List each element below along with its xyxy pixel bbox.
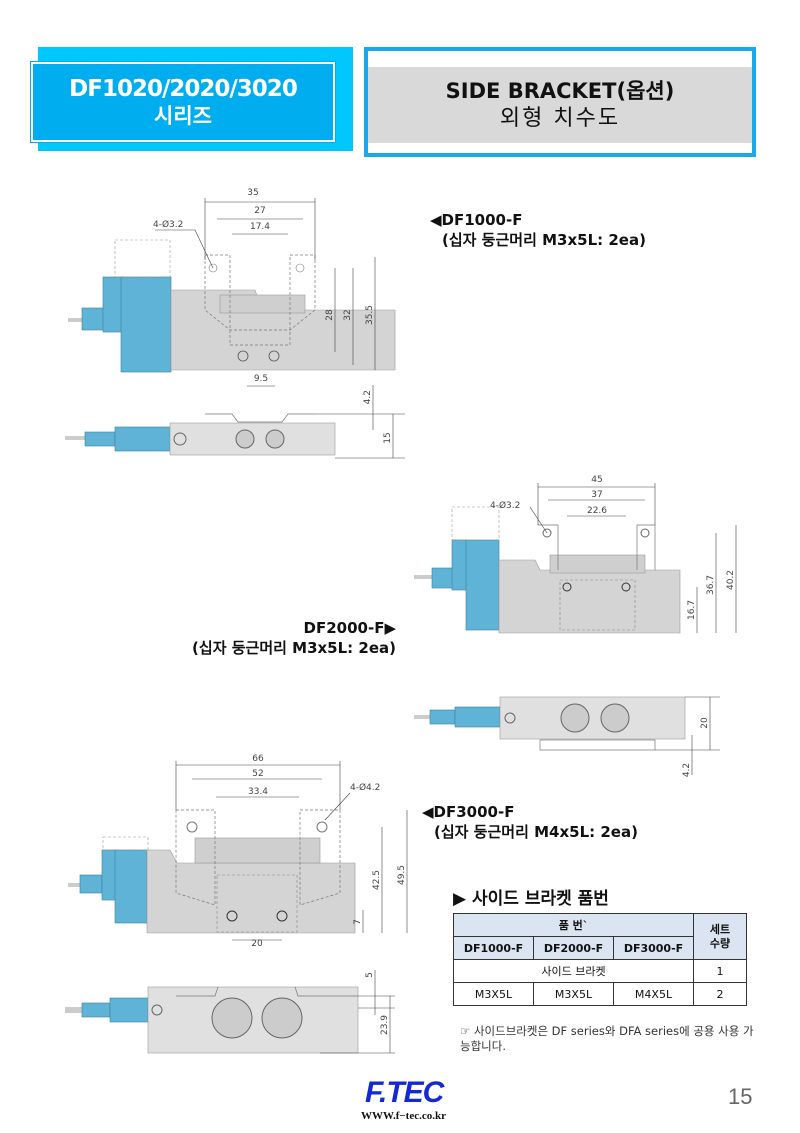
table-row: 사이드 브라켓 1 bbox=[453, 959, 747, 983]
parts-cell-screw-3: M4X5L bbox=[613, 982, 694, 1006]
svg-text:22.6: 22.6 bbox=[587, 506, 607, 516]
df3000-model: ◀DF3000-F bbox=[422, 803, 515, 821]
svg-text:45: 45 bbox=[591, 475, 602, 485]
parts-header-qty: 세트 수량 bbox=[693, 913, 747, 960]
df3000-caption: ◀DF3000-F (십자 둥근머리 M4x5L: 2ea) bbox=[422, 802, 638, 842]
series-subtitle: 시리즈 bbox=[154, 103, 212, 128]
df2000-front-view-drawing: 45 37 22.6 4-Ø3.2 16.7 36.7 40.2 bbox=[414, 475, 737, 634]
section-header: SIDE BRACKET(옵션) 외형 치수도 bbox=[364, 47, 756, 157]
df2000-screw: (십자 둥근머리 M3x5L: 2ea) bbox=[192, 639, 396, 657]
svg-text:23.9: 23.9 bbox=[380, 1015, 390, 1035]
svg-text:37: 37 bbox=[591, 490, 602, 500]
svg-text:4-Ø3.2: 4-Ø3.2 bbox=[153, 219, 183, 230]
svg-text:66: 66 bbox=[252, 754, 264, 764]
page-number: 15 bbox=[728, 1084, 753, 1109]
df1000-front-view-drawing: 35 27 17.4 4-Ø3.2 28 32 35.5 9.5 bbox=[68, 188, 396, 387]
svg-text:4.2: 4.2 bbox=[682, 763, 692, 777]
svg-text:28: 28 bbox=[325, 309, 335, 321]
svg-text:27: 27 bbox=[254, 206, 265, 216]
parts-cell-screw-1: M3X5L bbox=[453, 982, 534, 1006]
compatibility-note: ☞ 사이드브라켓은 DF series와 DFA series에 공용 사용 가… bbox=[460, 1024, 754, 1053]
svg-text:33.4: 33.4 bbox=[248, 787, 268, 797]
df1000-caption: ◀DF1000-F (십자 둥근머리 M3x5L: 2ea) bbox=[430, 210, 646, 250]
svg-text:4-Ø3.2: 4-Ø3.2 bbox=[490, 500, 520, 511]
svg-text:35.5: 35.5 bbox=[365, 305, 375, 325]
parts-cell-qty: 2 bbox=[693, 982, 747, 1006]
series-header: DF1020/2020/3020 시리즈 bbox=[30, 61, 336, 143]
footer-url: WWW.f−tec.co.kr bbox=[361, 1110, 446, 1122]
svg-text:16.7: 16.7 bbox=[687, 600, 697, 620]
parts-table: 품 번` 세트 수량 DF1000-F DF2000-F DF3000-F 사이… bbox=[453, 913, 747, 1006]
parts-cell-qty: 1 bbox=[693, 959, 747, 983]
svg-text:32: 32 bbox=[343, 309, 353, 320]
svg-text:52: 52 bbox=[252, 769, 263, 779]
svg-text:17.4: 17.4 bbox=[250, 222, 270, 232]
parts-table-title: ▶ 사이드 브라켓 품번 bbox=[453, 889, 609, 909]
section-title: SIDE BRACKET(옵션) bbox=[445, 79, 675, 103]
df1000-model: ◀DF1000-F bbox=[430, 211, 523, 229]
table-row: M3X5L M3X5L M4X5L 2 bbox=[453, 982, 747, 1006]
svg-text:4.2: 4.2 bbox=[363, 390, 373, 404]
svg-text:40.2: 40.2 bbox=[726, 570, 736, 590]
parts-header-model-2: DF2000-F bbox=[533, 936, 614, 960]
df2000-caption: DF2000-F▶ (십자 둥근머리 M3x5L: 2ea) bbox=[148, 618, 396, 658]
parts-cell-screw-2: M3X5L bbox=[533, 982, 614, 1006]
df3000-screw: (십자 둥근머리 M4x5L: 2ea) bbox=[434, 823, 638, 841]
svg-text:35: 35 bbox=[247, 188, 258, 198]
df3000-top-view-drawing: 5 23.9 bbox=[65, 970, 395, 1054]
section-subtitle: 외형 치수도 bbox=[499, 106, 621, 131]
svg-text:20: 20 bbox=[251, 939, 263, 949]
svg-text:20: 20 bbox=[700, 717, 710, 729]
svg-text:49.5: 49.5 bbox=[397, 865, 407, 885]
svg-text:9.5: 9.5 bbox=[254, 374, 268, 384]
solenoid-icon bbox=[120, 276, 172, 373]
svg-text:7: 7 bbox=[353, 919, 363, 925]
svg-text:15: 15 bbox=[383, 432, 393, 443]
svg-text:42.5: 42.5 bbox=[372, 870, 382, 890]
parts-header-group: 품 번` bbox=[453, 913, 694, 937]
df2000-top-view-drawing: 20 4.2 bbox=[414, 696, 720, 777]
svg-text:36.7: 36.7 bbox=[706, 575, 716, 595]
cable-icon bbox=[68, 318, 83, 322]
df1000-screw: (십자 둥근머리 M3x5L: 2ea) bbox=[442, 231, 646, 249]
parts-header-model-3: DF3000-F bbox=[613, 936, 694, 960]
ftec-logo: F.TEC bbox=[365, 1076, 444, 1109]
df3000-front-view-drawing: 66 52 33.4 4-Ø4.2 7 42.5 49.5 20 bbox=[68, 754, 408, 949]
df2000-model: DF2000-F▶ bbox=[303, 619, 396, 637]
parts-header-model-1: DF1000-F bbox=[453, 936, 534, 960]
svg-text:5: 5 bbox=[365, 972, 375, 978]
parts-cell-item: 사이드 브라켓 bbox=[453, 959, 694, 983]
series-title: DF1020/2020/3020 bbox=[69, 75, 298, 102]
svg-text:4-Ø4.2: 4-Ø4.2 bbox=[350, 782, 380, 793]
df1000-top-view-drawing: 4.2 15 bbox=[65, 385, 405, 459]
